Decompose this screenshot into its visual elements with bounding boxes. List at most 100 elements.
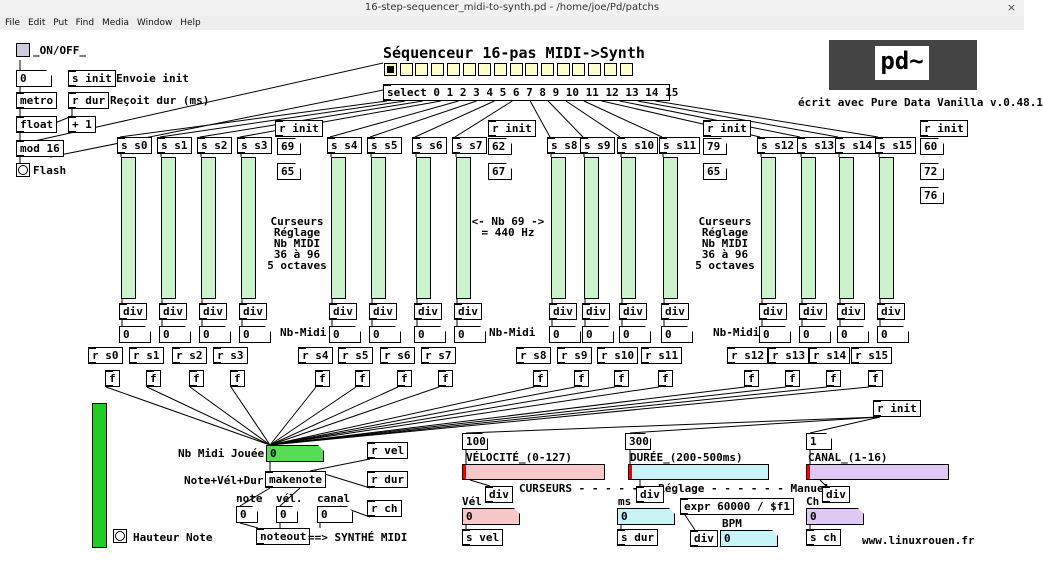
float-f-11[interactable]: f: [658, 370, 673, 387]
init-number-4[interactable]: 79: [703, 138, 727, 155]
send-s15[interactable]: s s15: [875, 137, 917, 154]
onoff-toggle[interactable]: [16, 43, 30, 57]
step-cell-4[interactable]: [446, 63, 460, 76]
init-number-1[interactable]: 65: [277, 163, 301, 180]
nb-midi-number-6[interactable]: 0: [414, 326, 446, 343]
receive-s8[interactable]: r s8: [516, 347, 551, 364]
step-cell-12[interactable]: [572, 63, 586, 76]
div-object-2[interactable]: div: [199, 303, 227, 320]
float-f-9[interactable]: f: [574, 370, 589, 387]
menu-window[interactable]: Window: [136, 18, 173, 28]
div-object-7[interactable]: div: [454, 303, 482, 320]
float-f-13[interactable]: f: [785, 370, 800, 387]
note-number[interactable]: 0: [236, 506, 258, 523]
step-cell-9[interactable]: [525, 63, 539, 76]
pitch-slider-11[interactable]: [663, 157, 678, 299]
pitch-slider-13[interactable]: [801, 157, 816, 299]
receive-s10[interactable]: r s10: [597, 347, 639, 364]
patch-canvas[interactable]: _ON/OFF_ 0 s init Envoie init metro r du…: [0, 30, 1043, 563]
canal-value-number[interactable]: 1: [806, 433, 832, 450]
init-number-7[interactable]: 72: [920, 163, 944, 180]
div-object-5[interactable]: div: [369, 303, 397, 320]
receive-s13[interactable]: r s13: [768, 347, 810, 364]
send-s7[interactable]: s s7: [452, 137, 487, 154]
div-bpm-object[interactable]: div: [690, 530, 718, 547]
s-ch-object[interactable]: s ch: [806, 529, 841, 546]
plus-one-object[interactable]: + 1: [68, 116, 96, 133]
mod16-object[interactable]: mod 16: [16, 140, 64, 157]
pitch-slider-2[interactable]: [201, 157, 216, 299]
step-cell-15[interactable]: [619, 63, 633, 76]
div-object-6[interactable]: div: [414, 303, 442, 320]
float-f-5[interactable]: f: [355, 370, 370, 387]
float-f-15[interactable]: f: [868, 370, 883, 387]
nb-midi-number-7[interactable]: 0: [454, 326, 486, 343]
init-number-0[interactable]: 69: [277, 138, 301, 155]
float-f-14[interactable]: f: [826, 370, 841, 387]
r-ch-object[interactable]: r ch: [367, 500, 402, 517]
send-s4[interactable]: s s4: [327, 137, 362, 154]
send-s3[interactable]: s s3: [237, 137, 272, 154]
r-vel-object[interactable]: r vel: [367, 442, 409, 459]
receive-s3[interactable]: r s3: [213, 347, 248, 364]
float-f-4[interactable]: f: [315, 370, 330, 387]
send-s1[interactable]: s s1: [157, 137, 192, 154]
pitch-slider-12[interactable]: [761, 157, 776, 299]
send-s10[interactable]: s s10: [617, 137, 659, 154]
duree-slider[interactable]: [628, 464, 769, 480]
float-object[interactable]: float: [16, 116, 58, 133]
step-cell-11[interactable]: [556, 63, 570, 76]
float-f-10[interactable]: f: [614, 370, 629, 387]
step-cell-3[interactable]: [431, 63, 445, 76]
receive-s1[interactable]: r s1: [129, 347, 164, 364]
send-s6[interactable]: s s6: [412, 137, 447, 154]
menu-file[interactable]: File: [5, 18, 21, 28]
step-cell-13[interactable]: [588, 63, 602, 76]
step-cell-1[interactable]: [399, 63, 413, 76]
expr-object[interactable]: expr 60000 / $f1: [680, 498, 794, 515]
receive-s2[interactable]: r s2: [172, 347, 207, 364]
pitch-slider-8[interactable]: [551, 157, 566, 299]
noteout-object[interactable]: noteout: [256, 528, 311, 545]
init-number-2[interactable]: 62: [488, 138, 512, 155]
div-dur-object[interactable]: div: [636, 486, 664, 503]
div-object-9[interactable]: div: [582, 303, 610, 320]
step-cell-10[interactable]: [541, 63, 554, 76]
pitch-slider-14[interactable]: [839, 157, 854, 299]
duree-number[interactable]: 300: [625, 433, 651, 450]
pitch-slider-10[interactable]: [621, 157, 636, 299]
r-dur-object-bottom[interactable]: r dur: [367, 471, 409, 488]
div-object-15[interactable]: div: [877, 303, 905, 320]
nb-midi-number-12[interactable]: 0: [759, 326, 791, 343]
pitch-slider-1[interactable]: [161, 157, 176, 299]
float-f-8[interactable]: f: [533, 370, 548, 387]
receive-s5[interactable]: r s5: [338, 347, 373, 364]
nb-midi-number-11[interactable]: 0: [661, 326, 693, 343]
start-number[interactable]: 0: [16, 70, 52, 87]
receive-s0[interactable]: r s0: [88, 347, 123, 364]
pitch-slider-6[interactable]: [416, 157, 431, 299]
hauteur-note-slider[interactable]: [92, 403, 107, 548]
step-cell-2[interactable]: [415, 63, 429, 76]
nb-midi-number-9[interactable]: 0: [582, 326, 614, 343]
send-s0[interactable]: s s0: [117, 137, 152, 154]
vel-number[interactable]: 0: [276, 506, 298, 523]
hauteur-bang[interactable]: [113, 529, 127, 543]
canal-slider[interactable]: [806, 464, 949, 480]
s-dur-object[interactable]: s dur: [617, 529, 659, 546]
receive-s7[interactable]: r s7: [421, 347, 456, 364]
nb-midi-number-3[interactable]: 0: [239, 326, 271, 343]
played-note-number[interactable]: 0: [266, 445, 324, 462]
send-s14[interactable]: s s14: [835, 137, 877, 154]
div-object-0[interactable]: div: [119, 303, 147, 320]
div-object-8[interactable]: div: [549, 303, 577, 320]
r-init-object-3[interactable]: r init: [920, 120, 968, 137]
div-ch-object[interactable]: div: [822, 486, 850, 503]
receive-s4[interactable]: r s4: [298, 347, 333, 364]
div-object-13[interactable]: div: [799, 303, 827, 320]
float-f-3[interactable]: f: [230, 370, 245, 387]
send-s11[interactable]: s s11: [659, 137, 701, 154]
menu-put[interactable]: Put: [53, 18, 68, 28]
send-s13[interactable]: s s13: [797, 137, 839, 154]
div-vel-object[interactable]: div: [485, 486, 513, 503]
